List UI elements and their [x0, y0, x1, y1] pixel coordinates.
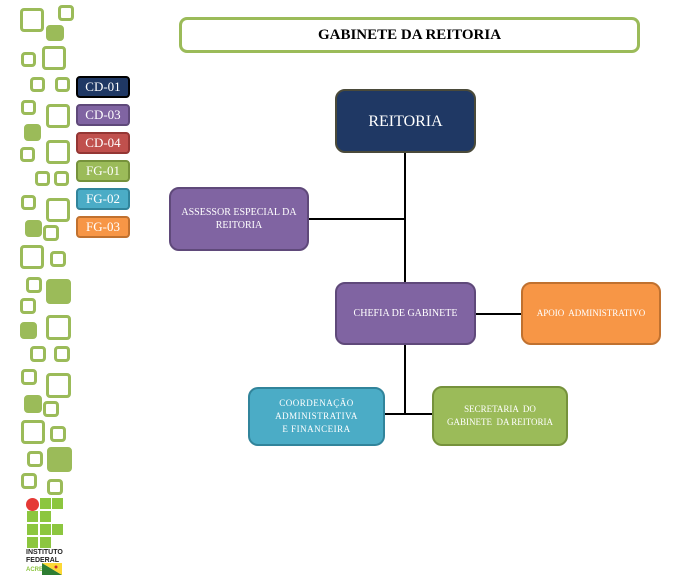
square-outline: [21, 195, 36, 210]
square-outline: [20, 147, 35, 162]
square-filled: [46, 279, 71, 304]
square-outline: [21, 369, 37, 385]
square-filled: [24, 395, 42, 413]
logo-text-federal: FEDERAL: [26, 557, 60, 564]
logo-red-dot: [26, 498, 39, 511]
square-outline: [21, 420, 45, 444]
node-chefia-de-gabinete[interactable]: CHEFIA DE GABINETE: [335, 282, 476, 345]
square-filled: [47, 447, 72, 472]
square-outline: [20, 8, 44, 32]
square-outline: [35, 171, 50, 186]
node-assessor-especial-label: ASSESSOR ESPECIAL DA REITORIA: [181, 207, 297, 231]
logo-block: [40, 498, 51, 509]
legend-cd-03: CD-03: [76, 104, 130, 126]
square-filled: [46, 25, 64, 41]
square-outline: [54, 171, 69, 186]
square-outline: [30, 77, 45, 92]
node-secretaria-label: SECRETARIA DO GABINETE DA REITORIA: [446, 404, 554, 427]
node-assessor-especial[interactable]: ASSESSOR ESPECIAL DA REITORIA: [169, 187, 309, 251]
square-outline: [46, 104, 70, 128]
logo-block: [40, 511, 51, 522]
logo-block: [40, 537, 51, 548]
square-outline: [30, 346, 46, 362]
logo-text-acre: ACRE: [26, 567, 44, 573]
logo-block: [52, 498, 63, 509]
legend-cd-04: CD-04: [76, 132, 130, 154]
square-outline: [46, 198, 70, 222]
square-outline: [46, 140, 70, 164]
square-outline: [46, 373, 71, 398]
assessor-connector: [308, 218, 405, 220]
logo-text-instituto: INSTITUTO: [26, 549, 63, 556]
square-outline: [20, 298, 36, 314]
square-outline: [27, 451, 43, 467]
square-filled: [20, 322, 37, 339]
square-outline: [42, 46, 66, 70]
square-outline: [50, 251, 66, 267]
square-outline: [21, 52, 36, 67]
node-secretaria-gabinete[interactable]: SECRETARIA DO GABINETE DA REITORIA: [432, 386, 568, 446]
page-title-text: GABINETE DA REITORIA: [317, 26, 502, 43]
bottom-connector: [384, 413, 434, 415]
square-outline: [21, 100, 36, 115]
square-outline: [21, 473, 37, 489]
logo-block: [27, 537, 38, 548]
square-filled: [24, 124, 41, 141]
square-outline: [54, 346, 70, 362]
node-coordenacao-administrativa[interactable]: COORDENAÇÃO ADMINISTRATIVA E FINANCEIRA: [248, 387, 385, 446]
square-outline: [43, 225, 59, 241]
legend-cd-01: CD-01: [76, 76, 130, 98]
page-title: GABINETE DA REITORIA: [179, 17, 640, 53]
node-apoio-label: APOIO ADMINISTRATIVO: [536, 308, 646, 318]
node-chefia-label: CHEFIA DE GABINETE: [353, 308, 458, 319]
node-coordenacao-label: COORDENAÇÃO ADMINISTRATIVA E FINANCEIRA: [275, 398, 358, 434]
square-filled: [25, 220, 42, 237]
acre-flag-icon: [42, 563, 62, 575]
square-outline: [58, 5, 74, 21]
node-apoio-administrativo[interactable]: APOIO ADMINISTRATIVO: [521, 282, 661, 345]
square-outline: [47, 479, 63, 495]
legend-fg-01: FG-01: [76, 160, 130, 182]
square-outline: [55, 77, 70, 92]
square-outline: [26, 277, 42, 293]
logo-block: [27, 511, 38, 522]
square-outline: [43, 401, 59, 417]
node-reitoria[interactable]: REITORIA: [335, 89, 476, 153]
square-outline: [50, 426, 66, 442]
logo-block: [27, 524, 38, 535]
legend-fg-03: FG-03: [76, 216, 130, 238]
square-outline: [20, 245, 44, 269]
square-outline: [46, 315, 71, 340]
legend-fg-02: FG-02: [76, 188, 130, 210]
node-reitoria-label: REITORIA: [368, 112, 443, 130]
apoio-connector: [475, 313, 523, 315]
logo-block: [40, 524, 51, 535]
logo-block: [52, 524, 63, 535]
